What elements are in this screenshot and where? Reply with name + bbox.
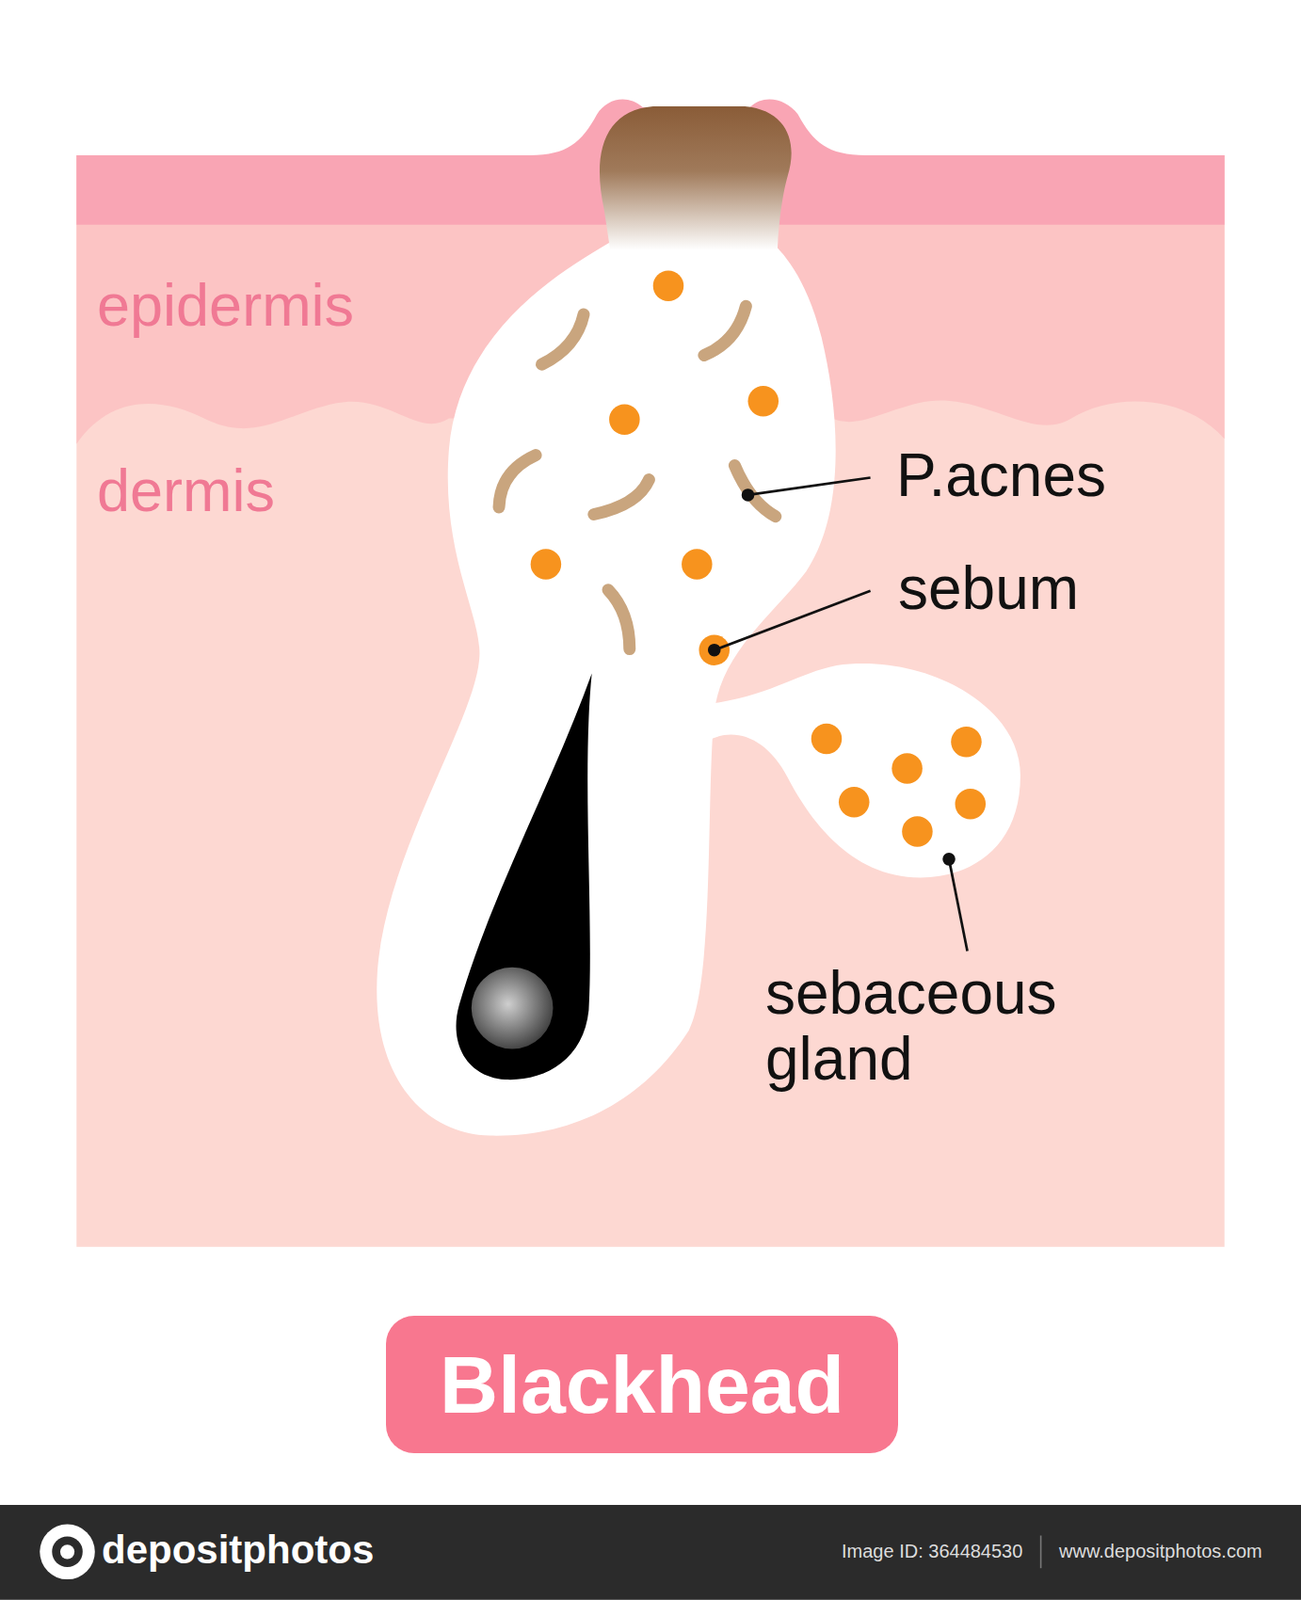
leader-lines (708, 477, 967, 951)
bacteria (498, 305, 776, 649)
dermis-layer (76, 155, 1224, 1248)
part-label: sebum (898, 555, 1079, 622)
hair-bulb (471, 967, 554, 1050)
image-id: Image ID: 364484530 (841, 1541, 1023, 1562)
logo-icon-inner (51, 1537, 83, 1569)
hair-shaft (456, 674, 593, 1081)
layer-label: epidermis (96, 273, 354, 338)
logo-icon-dot (60, 1544, 75, 1559)
footer-divider (1040, 1536, 1043, 1570)
watermark-url: www.depositphotos.com (1059, 1541, 1263, 1562)
part-label: sebaceous gland (765, 960, 1124, 1093)
layer-label: dermis (96, 458, 275, 524)
sebaceous-gland-shape (708, 663, 1021, 878)
title-pill: Blackhead (385, 1316, 899, 1454)
footer-bar (0, 1505, 1301, 1600)
logo-icon (39, 1525, 96, 1581)
blackhead-plug (599, 106, 792, 251)
watermark-logo: depositphotos (101, 1528, 374, 1573)
part-label: P.acnes (896, 442, 1107, 509)
